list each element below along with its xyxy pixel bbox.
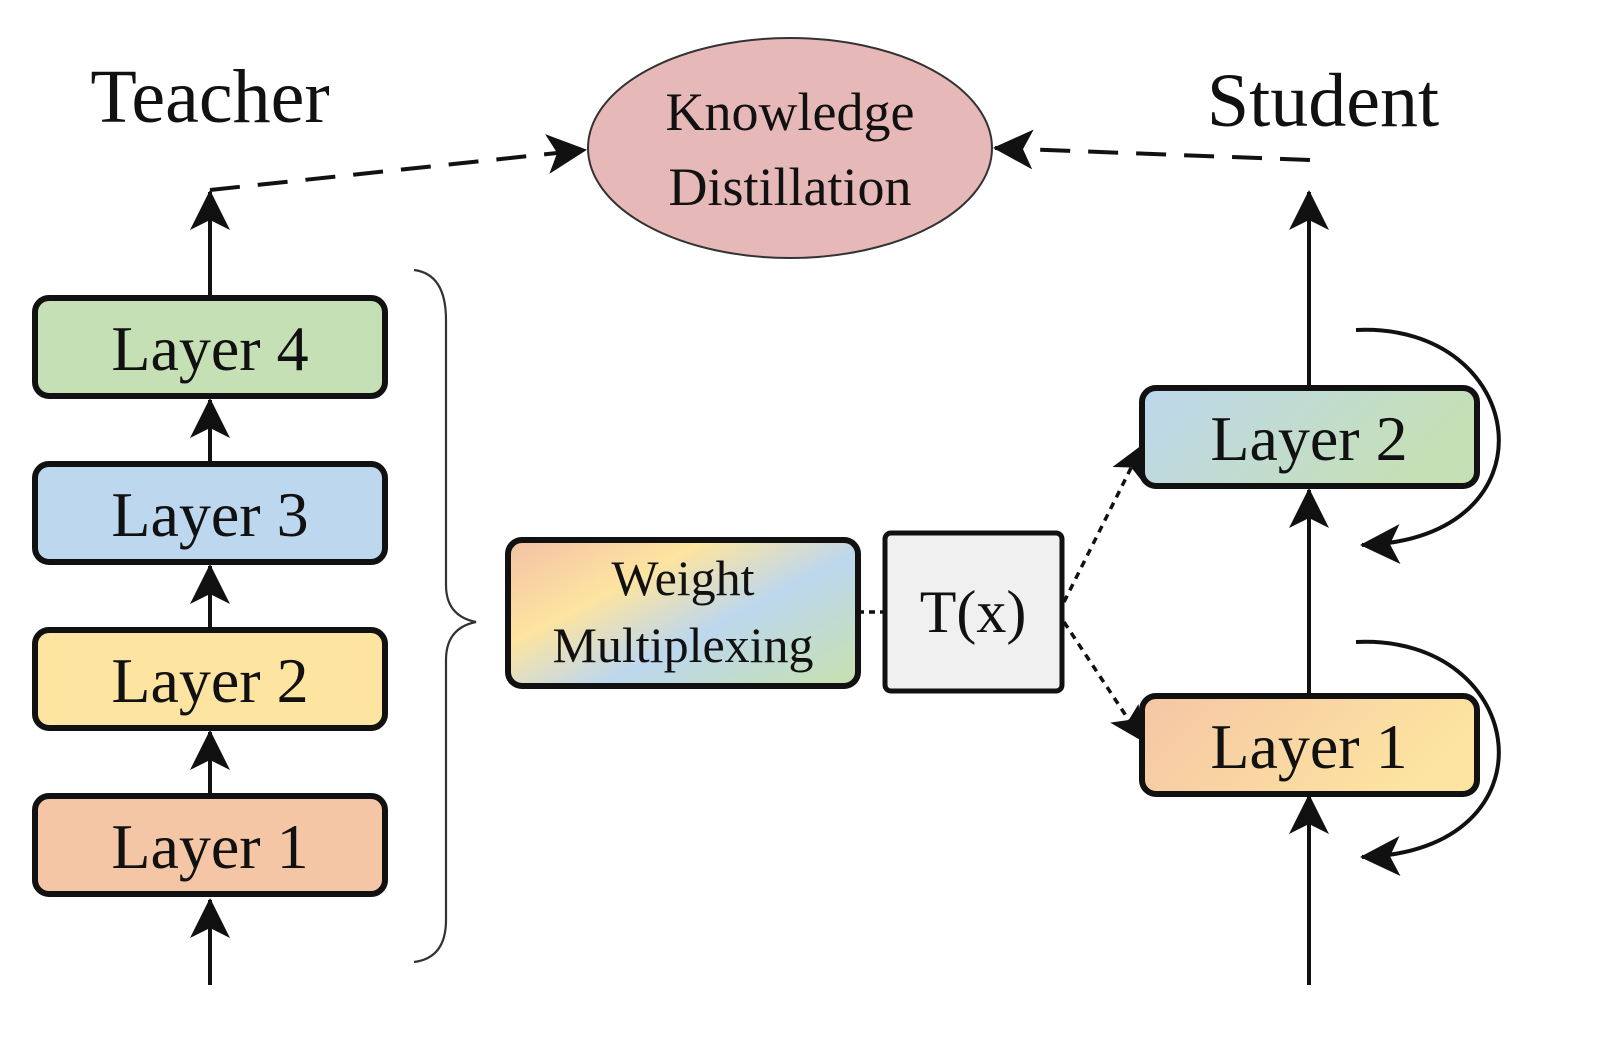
distillation-node: Knowledge Distillation [587, 37, 993, 259]
teacher-heading: Teacher [90, 55, 329, 139]
teacher-layer-1-label: Layer 1 [111, 811, 308, 882]
teacher-layer-1: Layer 1 [32, 793, 388, 897]
teacher-layer-2: Layer 2 [32, 627, 388, 731]
weight-multiplexing-block: Weight Multiplexing [505, 537, 861, 689]
distillation-line-2: Distillation [669, 157, 912, 217]
weight-multiplexing-line-1: Weight [611, 550, 754, 606]
teacher-layer-2-label: Layer 2 [111, 645, 308, 716]
student-layer-1: Layer 1 [1139, 693, 1480, 797]
transform-to-student-layer-1-arrow [1062, 621, 1144, 742]
transform-to-student-layer-2-arrow [1062, 444, 1144, 603]
student-layer-2: Layer 2 [1139, 385, 1480, 489]
student-to-distillation-arrow [993, 129, 1311, 170]
student-layer-1-loop-arrow [1355, 639, 1501, 876]
transform-block: T(x) [882, 530, 1065, 694]
teacher-layer-4-label: Layer 4 [111, 313, 308, 384]
weight-multiplexing-line-2: Multiplexing [552, 617, 813, 673]
teacher-brace [413, 268, 477, 964]
teacher-to-distillation-arrow [209, 134, 587, 192]
student-layer-2-label: Layer 2 [1210, 403, 1407, 474]
teacher-layer-4: Layer 4 [32, 295, 388, 399]
student-layer-2-loop-arrow [1355, 327, 1501, 564]
teacher-layer-3: Layer 3 [32, 461, 388, 565]
teacher-layer-3-label: Layer 3 [111, 479, 308, 550]
student-heading: Student [1207, 59, 1439, 143]
distillation-line-1: Knowledge [666, 82, 915, 142]
student-layer-1-label: Layer 1 [1210, 711, 1407, 782]
transform-label: T(x) [920, 579, 1027, 645]
